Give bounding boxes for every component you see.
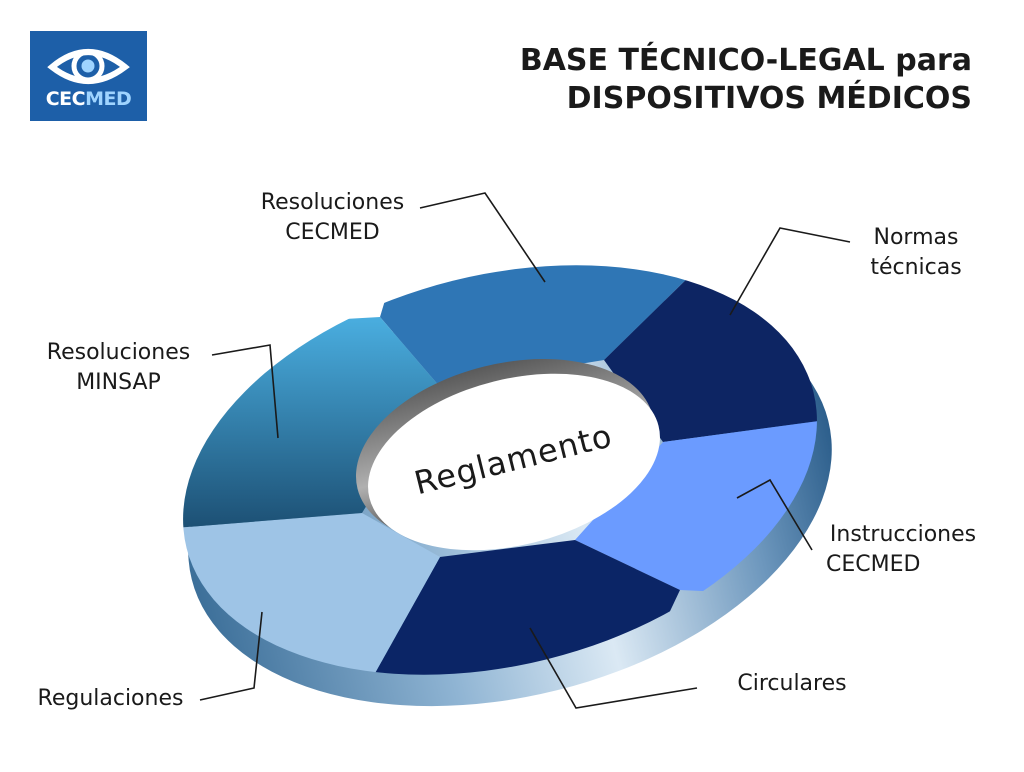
label-line: CECMED (285, 220, 380, 245)
leader-line-resoluciones-minsap (211, 344, 279, 439)
eye-icon (47, 49, 130, 84)
label-line: MINSAP (76, 370, 161, 395)
logo-text-med: MED (85, 88, 132, 110)
label-resoluciones-minsap: Resoluciones MINSAP (26, 338, 211, 398)
page-title: BASE TÉCNICO-LEGAL para DISPOSITIVOS MÉD… (520, 42, 972, 118)
label-line: técnicas (870, 255, 962, 280)
label-line: Circulares (737, 671, 847, 696)
label-line: Resoluciones (46, 340, 191, 365)
ring-hole (355, 359, 660, 551)
label-line: CECMED (826, 552, 921, 577)
label-regulaciones: Regulaciones (18, 684, 203, 714)
leader-line-resoluciones-cecmed (419, 192, 546, 283)
leader-line-circulares (529, 627, 698, 709)
title-line-1: BASE TÉCNICO-LEGAL para (519, 43, 972, 78)
leader-lines (199, 192, 851, 709)
label-line: Regulaciones (37, 686, 184, 711)
label-instrucciones-cecmed: Instrucciones CECMED (808, 520, 998, 580)
label-line: Instrucciones (829, 522, 977, 547)
leader-line-regulaciones (199, 611, 263, 701)
leader-line-normas-tecnicas (729, 227, 851, 316)
label-line: Resoluciones (260, 190, 405, 215)
label-resoluciones-cecmed: Resoluciones CECMED (240, 188, 425, 248)
label-normas-tecnicas: Normas técnicas (850, 223, 982, 283)
label-line: Normas (873, 225, 959, 250)
logo-text-cec: CEC (45, 88, 86, 110)
cecmed-logo: CECMED (30, 31, 147, 121)
leader-line-instrucciones-cecmed (736, 478, 813, 551)
label-circulares: Circulares (712, 669, 872, 699)
logo-wordmark: CECMED (30, 88, 147, 110)
title-line-2: DISPOSITIVOS MÉDICOS (566, 81, 972, 116)
